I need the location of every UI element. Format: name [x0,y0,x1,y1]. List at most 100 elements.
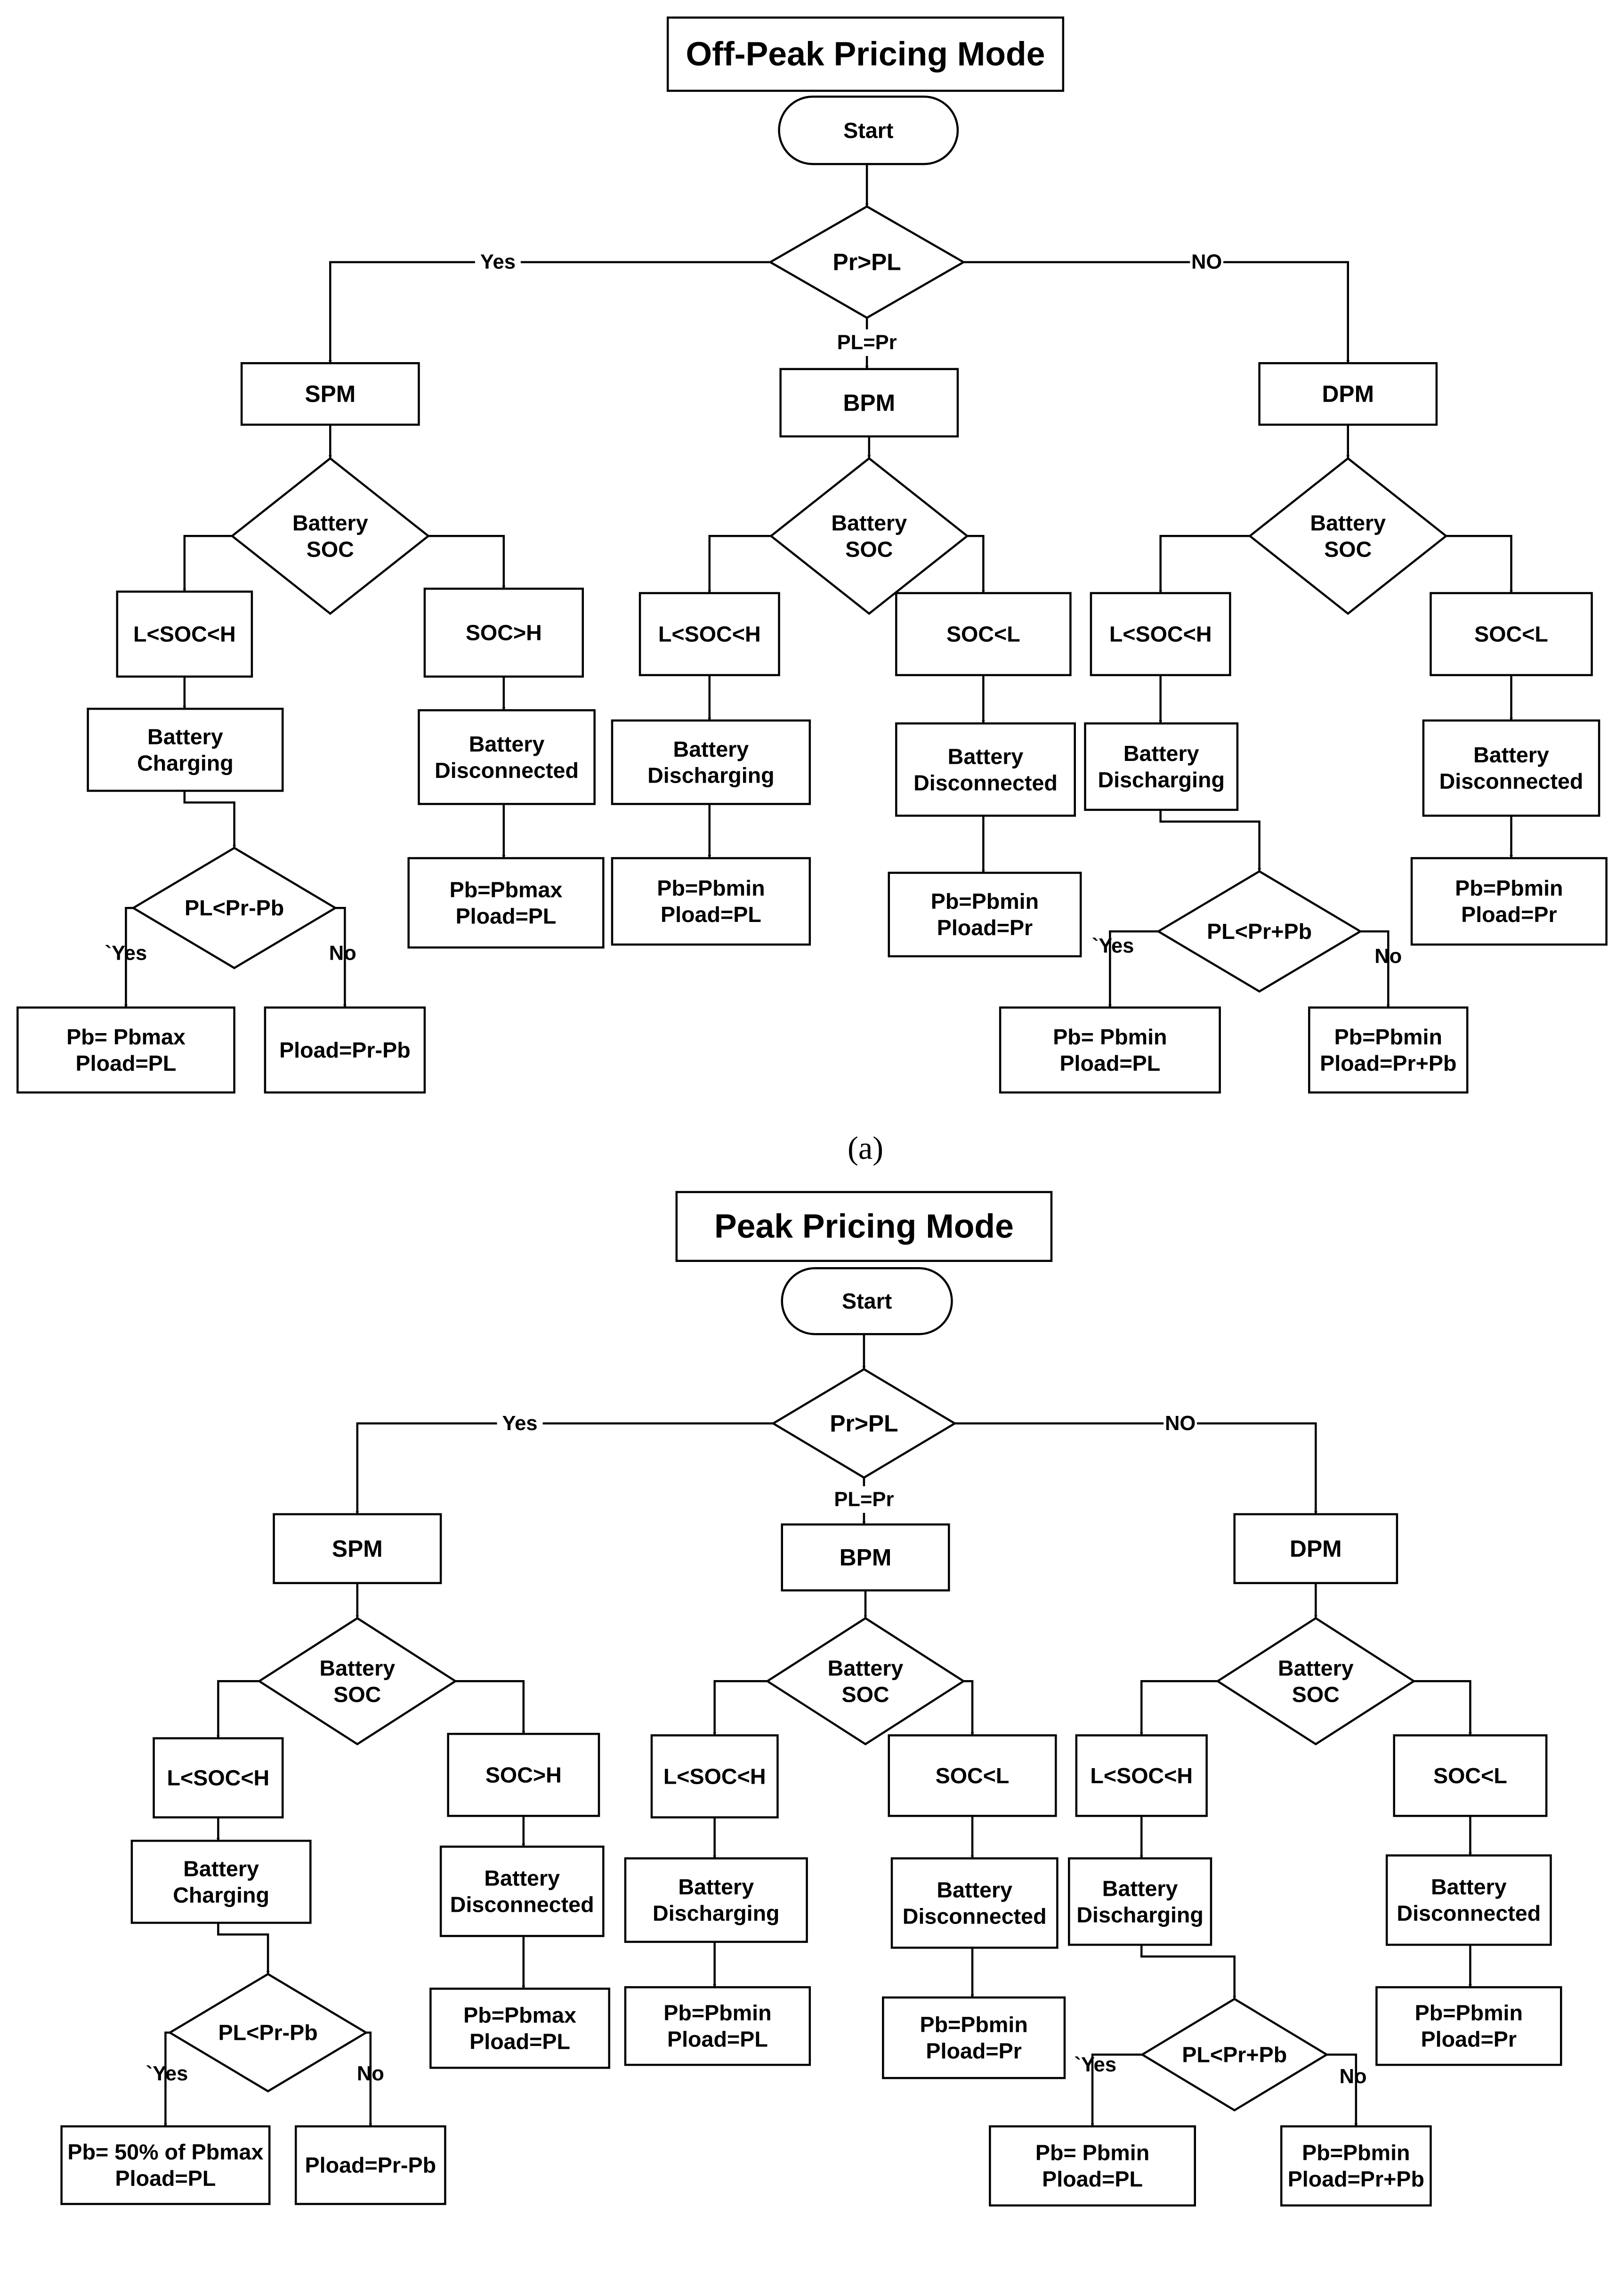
dpm-right-result-text-line-1: Pb=Pbmin [1455,876,1563,900]
price-decision: Pr>PL [768,205,966,319]
bpm-right-result-text-line-2: Pload=Pr [926,2039,1021,2063]
bpm-right-action-text-line-2: Disconnected [903,1904,1047,1928]
spm-right-action-text-line-2: Disconnected [450,1892,594,1917]
dpm-sub-no-result-shape [1280,2125,1432,2207]
spm-sub-yes-result-shape [60,2125,271,2205]
spm-left-condition: L<SOC<H [116,590,253,678]
bpm-box-text: BPM [843,389,896,416]
spm-sub-no-result: Pload=Pr-Pb [264,1006,426,1094]
spm-sub-decision-text: PL<Pr-Pb [218,2021,318,2045]
spm-sub-no-label: No [357,2062,384,2085]
dpm-right-action-shape [1385,1854,1552,1946]
spm-left-action-text-line-2: Charging [173,1883,269,1907]
bpm-right-result-text-line-1: Pb=Pbmin [920,2013,1027,2037]
equal-label-text: PL=Pr [834,1488,894,1511]
equal-label: PL=Pr [832,329,902,356]
bpm-left-condition-text: L<SOC<H [663,1764,766,1788]
dpm-soc-decision-text-line-2: SOC [1292,1682,1340,1706]
spm-sub-decision-shape [131,847,338,970]
bpm-right-result-shape [882,1996,1066,2079]
bpm-left-result-text-line-1: Pb=Pbmin [663,2001,771,2025]
dpm-left-action-shape [1068,1857,1212,1946]
dpm-sub-decision-text: PL<Pr+Pb [1182,2042,1287,2067]
yes-label-text: Yes [480,251,516,274]
arrow-yes-to-spm [356,1422,774,1515]
spm-arrow-to-sub-decision [183,791,236,849]
dpm-left-condition-text: L<SOC<H [1109,622,1212,647]
spm-sub-no-result-shape [294,2125,446,2205]
bpm-left-condition: L<SOC<H [650,1734,779,1819]
arrow-yes-to-spm [328,261,770,364]
spm-sub-yes-label-text: `Yes [105,942,147,965]
bpm-arrow-to-right-condition [963,1680,974,1736]
panel-caption: (a) [848,1130,883,1166]
dpm-sub-decision: PL<Pr+Pb [1156,870,1363,993]
bpm-right-action-shape [895,722,1076,817]
bpm-box-text: BPM [840,1544,892,1570]
spm-sub-no-result-shape [264,1006,426,1094]
flowchart-title-shape [666,16,1065,92]
bpm-left-action-text-line-1: Battery [678,1875,754,1899]
spm-sub-decision: PL<Pr-Pb [131,847,338,970]
equal-label-bg [832,329,902,356]
spm-arrow-sub-no [335,906,347,1008]
dpm-right-result-text-line-1: Pb=Pbmin [1415,2001,1523,2025]
spm-right-action-shape [418,709,596,805]
spm-right-condition-text: SOC>H [466,621,542,645]
spm-sub-yes-result-text-line-2: Pload=PL [76,1051,177,1075]
spm-right-result-text-line-1: Pb=Pbmax [450,877,563,902]
dpm-right-action-text-line-2: Disconnected [1439,769,1584,793]
spm-soc-decision-text-line-1: Battery [292,510,368,535]
bpm-right-result-shape [888,872,1082,958]
bpm-left-condition-text: L<SOC<H [658,622,761,647]
dpm-right-action-shape [1422,719,1600,817]
spm-box-text: SPM [332,1536,383,1562]
dpm-arrow-to-sub-decision [1159,809,1261,872]
spm-left-action-shape [130,1840,312,1924]
bpm-arrow-to-left-condition [713,1680,768,1736]
start-terminal: Start [778,96,959,165]
dpm-sub-yes-result-text-line-2: Pload=PL [1059,1051,1160,1075]
dpm-right-result-text-line-2: Pload=Pr [1461,902,1557,927]
bpm-right-condition-text: SOC<L [936,1763,1010,1788]
yes-label-text: Yes [502,1412,538,1435]
spm-right-action-shape [439,1845,605,1937]
spm-left-condition: L<SOC<H [153,1737,284,1819]
spm-sub-no-result: Pload=Pr-Pb [294,2125,446,2205]
bpm-box: BPM [781,1523,950,1592]
start-terminal: Start [781,1267,953,1335]
dpm-box-shape [1258,362,1438,426]
spm-soc-decision-text-line-2: SOC [307,537,354,561]
dpm-sub-no-result-text-line-2: Pload=Pr+Pb [1288,2167,1424,2191]
spm-arrow-sub-yes [124,906,134,1008]
bpm-soc-decision-text-line-2: SOC [841,1682,889,1706]
price-decision-text: Pr>PL [833,249,901,275]
spm-right-result-shape [407,857,605,949]
spm-sub-yes-label-text: `Yes [146,2062,188,2085]
spm-left-action-shape [87,707,284,792]
dpm-soc-decision-text-line-2: SOC [1324,537,1372,561]
spm-right-result-text-line-2: Pload=PL [456,904,557,928]
spm-sub-yes-result-text-line-2: Pload=PL [115,2166,216,2191]
spm-right-result-shape [429,1988,611,2069]
price-decision-shape [768,205,966,319]
